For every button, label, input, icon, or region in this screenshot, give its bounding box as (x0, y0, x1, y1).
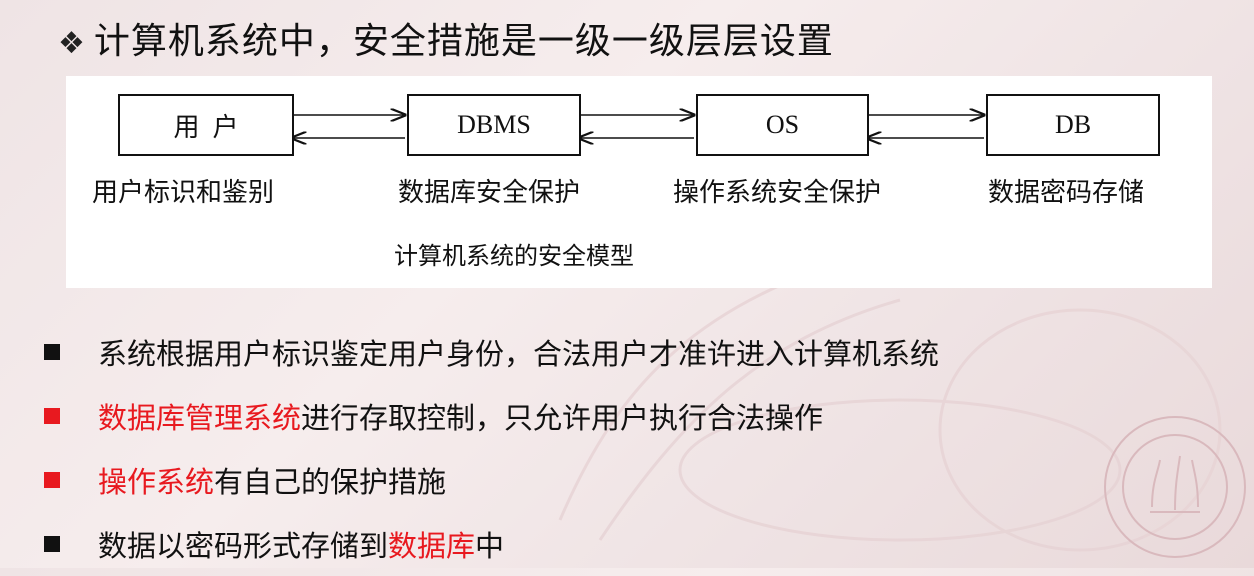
box-db-label: DB (1054, 110, 1092, 139)
bullet-highlight-text: 数据库 (388, 529, 476, 563)
bullet-item: 数据以密码形式存储到数据库中 (40, 512, 939, 576)
bullet-text: 进行存取控制，只允许用户执行合法操作 (301, 401, 824, 435)
bullet-highlight-text: 操作系统 (98, 465, 215, 499)
square-bullet-icon (44, 344, 60, 360)
square-bullet-icon (44, 408, 60, 424)
page-title-text: 计算机系统中，安全措施是一级一级层层设置 (93, 21, 834, 62)
bullet-item: 操作系统有自己的保护措施 (40, 448, 939, 512)
security-model-diagram: 用 户 DBMS OS DB 用户标识和鉴别 数据库安全保护 操作系统安全保护 … (66, 76, 1212, 288)
box-user-label: 用 户 (173, 112, 239, 142)
box-dbms-label: DBMS (457, 110, 531, 139)
diagram-arrows (66, 76, 1212, 288)
label-password-storage: 数据密码存储 (988, 178, 1145, 208)
bullet-list: 系统根据用户标识鉴定用户身份，合法用户才准许进入计算机系统 数据库管理系统进行存… (40, 320, 939, 576)
label-database-protection: 数据库安全保护 (398, 178, 581, 208)
bullet-text: 中 (475, 529, 505, 563)
box-os: OS (696, 94, 869, 156)
box-db: DB (986, 94, 1160, 156)
diagram-caption: 计算机系统的安全模型 (394, 242, 634, 270)
diamond-bullet-icon: ❖ (58, 26, 86, 61)
box-user: 用 户 (118, 94, 294, 156)
bullet-text: 有自己的保护措施 (214, 465, 447, 499)
bullet-text: 数据以密码形式存储到 (98, 529, 389, 563)
square-bullet-icon (44, 472, 60, 488)
label-user-identification: 用户标识和鉴别 (92, 178, 275, 208)
bullet-item: 数据库管理系统进行存取控制，只允许用户执行合法操作 (40, 384, 939, 448)
bullet-highlight-text: 数据库管理系统 (98, 401, 302, 435)
label-os-protection: 操作系统安全保护 (673, 178, 882, 208)
university-seal-logo (1104, 416, 1246, 558)
box-os-label: OS (765, 110, 800, 139)
box-dbms: DBMS (407, 94, 581, 156)
square-bullet-icon (44, 536, 60, 552)
bullet-text: 系统根据用户标识鉴定用户身份，合法用户才准许进入计算机系统 (98, 337, 940, 371)
page-title: ❖计算机系统中，安全措施是一级一级层层设置 (58, 12, 834, 64)
bullet-item: 系统根据用户标识鉴定用户身份，合法用户才准许进入计算机系统 (40, 320, 939, 384)
